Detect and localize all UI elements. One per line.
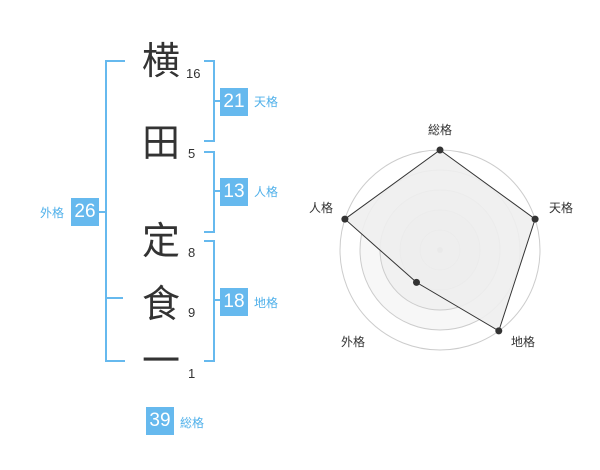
name-character-5: 一 [141, 339, 180, 383]
jinkaku-badge: 13 [220, 178, 248, 206]
tenkaku-badge: 21 [220, 88, 248, 116]
stroke-count-5: 1 [188, 366, 196, 381]
radar-value-polygon [344, 149, 536, 332]
stroke-count-4: 9 [188, 305, 196, 320]
name-character-2: 田 [141, 121, 180, 165]
radar-label-gaikaku: 外格 [341, 335, 366, 349]
chikaku-bracket [204, 240, 215, 362]
radar-point [531, 215, 539, 223]
gaikaku-connector [99, 211, 106, 213]
radar-label-chikaku: 地格 [511, 335, 536, 349]
stroke-count-2: 5 [188, 146, 196, 161]
chikaku-label: 地格 [254, 296, 279, 310]
tenkaku-label: 天格 [254, 95, 279, 109]
stroke-count-3: 8 [188, 245, 196, 260]
radar-point [495, 327, 503, 335]
soukaku-label: 総格 [180, 416, 205, 430]
radar-label-soukaku: 総格 [428, 123, 453, 137]
radar-label-jinkaku: 人格 [309, 201, 334, 215]
jinkaku-label: 人格 [254, 185, 279, 199]
jinkaku-connector [213, 190, 220, 192]
radar-point [341, 215, 349, 223]
radar-point [412, 278, 420, 286]
name-character-1: 横 [141, 39, 180, 83]
chikaku-connector [213, 299, 220, 301]
tenkaku-connector [213, 100, 220, 102]
gaikaku-bracket [105, 60, 125, 362]
radar-chart [339, 146, 541, 351]
gaikaku-bracket-tick [105, 297, 123, 299]
stroke-count-1: 16 [186, 66, 201, 81]
name-character-3: 定 [141, 219, 180, 263]
jinkaku-bracket [204, 151, 215, 233]
radar-point [436, 146, 444, 154]
name-character-4: 食 [141, 282, 180, 326]
gaikaku-badge: 26 [71, 198, 99, 226]
soukaku-badge: 39 [146, 407, 174, 435]
radar-label-tenkaku: 天格 [549, 201, 574, 215]
chikaku-badge: 18 [220, 288, 248, 316]
gaikaku-label: 外格 [40, 206, 65, 220]
